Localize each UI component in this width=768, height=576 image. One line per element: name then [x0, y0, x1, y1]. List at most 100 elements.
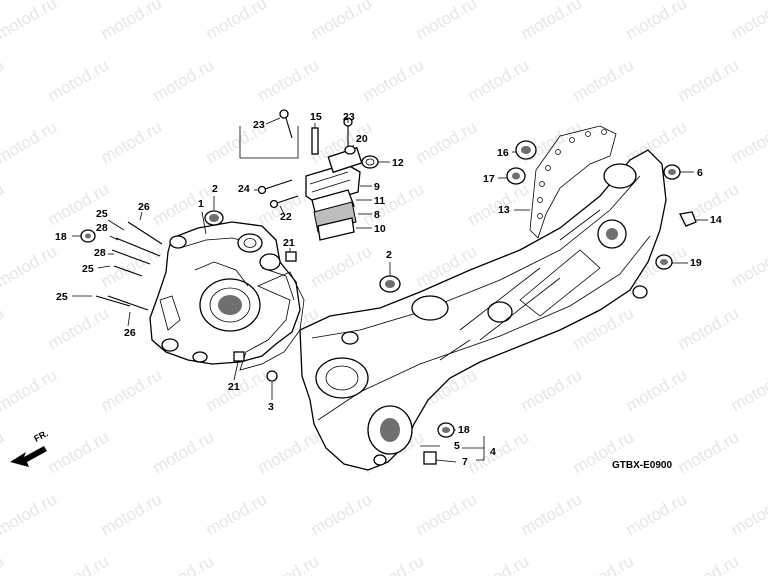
watermark-text: motod.ru [465, 427, 533, 477]
callout-label-c24: 24 [238, 183, 250, 195]
watermark-text: motod.ru [465, 551, 533, 576]
watermark-text: motod.ru [728, 489, 768, 539]
leader-line-c26a [139, 211, 143, 221]
watermark-text: motod.ru [98, 117, 166, 167]
callout-label-c21a: 21 [283, 237, 295, 249]
diagram-code: GTBX-E0900 [612, 460, 672, 471]
leader-line-c26b [127, 311, 131, 327]
callout-label-c22: 22 [280, 211, 292, 223]
watermark-text: motod.ru [675, 427, 743, 477]
callout-label-c28b: 28 [94, 247, 106, 259]
callout-label-c10: 10 [374, 223, 386, 235]
watermark-text: motod.ru [98, 489, 166, 539]
crankcase-cover-gasket [529, 125, 617, 239]
leader-line-c20 [351, 144, 355, 148]
callout-label-c25a: 25 [96, 208, 108, 220]
left-crankcase [149, 221, 301, 365]
watermark-text: motod.ru [728, 117, 768, 167]
front-label: FR. [32, 428, 49, 444]
callout-label-c19: 19 [690, 257, 702, 269]
leader-line-c28a [109, 235, 119, 241]
watermark-text: motod.ru [413, 117, 481, 167]
watermark-text: motod.ru [728, 365, 768, 415]
callout-label-c18b: 18 [458, 424, 470, 436]
watermark-text: motod.ru [308, 0, 376, 43]
callout-label-c1: 1 [198, 198, 204, 210]
callout-label-c18a: 18 [55, 231, 67, 243]
watermark-text: motod.ru [255, 551, 323, 576]
watermark-text: motod.ru [308, 241, 376, 291]
right-crankcase [299, 149, 667, 471]
crankcase-gasket [239, 271, 305, 371]
callout-label-c6: 6 [697, 167, 703, 179]
watermark-text: motod.ru [728, 241, 768, 291]
callout-label-c11: 11 [374, 195, 385, 207]
gasket-dowel-hole [266, 370, 278, 382]
watermark-text: motod.ru [518, 0, 586, 43]
watermark-text: motod.ru [308, 489, 376, 539]
callout-label-c7: 7 [462, 456, 468, 468]
leader-line-c22 [279, 205, 285, 215]
watermark-text: motod.ru [623, 0, 691, 43]
watermark-text: motod.ru [465, 55, 533, 105]
callout-label-c8: 8 [374, 209, 380, 221]
callout-label-c9: 9 [374, 181, 380, 193]
watermark-text: motod.ru [413, 0, 481, 43]
callout-label-c12: 12 [392, 157, 404, 169]
callout-label-c3: 3 [268, 401, 274, 413]
watermark-text: motod.ru [360, 179, 428, 229]
watermark-text: motod.ru [45, 303, 113, 353]
callout-label-c4: 4 [490, 446, 496, 458]
callout-label-c25b: 25 [82, 263, 94, 275]
bracket-line [239, 126, 299, 159]
watermark-text: motod.ru [45, 55, 113, 105]
watermark-text: motod.ru [413, 489, 481, 539]
leader-lines [72, 117, 708, 463]
callout-label-c25c: 25 [56, 291, 68, 303]
leader-line-c23a [265, 117, 281, 125]
watermark-text: motod.ru [0, 241, 60, 291]
leader-line-c7 [435, 459, 457, 463]
reed-valve-assembly [305, 146, 363, 241]
callout-label-c28a: 28 [96, 222, 108, 234]
callout-label-c2b: 2 [386, 249, 392, 261]
callout-labels: 1223456789101112131415161718181920212122… [55, 111, 722, 468]
watermark-text: motod.ru [0, 117, 60, 167]
watermark-text: motod.ru [203, 489, 271, 539]
callout-label-c16: 16 [497, 147, 509, 159]
watermark-text: motod.ru [98, 365, 166, 415]
watermark-text: motod.ru [255, 427, 323, 477]
callout-label-c15: 15 [310, 111, 322, 123]
watermark-text: motod.ru [0, 551, 7, 576]
gasket-holes [537, 129, 607, 219]
callout-label-c23a: 23 [253, 119, 265, 131]
callout-label-c14: 14 [710, 214, 722, 226]
callout-label-c17: 17 [483, 173, 495, 185]
watermark-text: motod.ru [518, 365, 586, 415]
watermark-text: motod.ru [623, 489, 691, 539]
callout-label-c13: 13 [498, 204, 510, 216]
watermark-text: motod.ru [0, 365, 60, 415]
leader-line-c1 [201, 211, 207, 235]
watermark-text: motod.ru [570, 551, 638, 576]
leader-line-c25a [107, 219, 125, 231]
callout-label-c20: 20 [356, 133, 368, 145]
callout-label-c21b: 21 [228, 381, 240, 393]
watermark-text: motod.ru [675, 55, 743, 105]
watermark-text: motod.ru [0, 55, 7, 105]
watermark-text: motod.ru [0, 427, 7, 477]
watermark-text: motod.ru [0, 489, 60, 539]
watermark-text: motod.ru [570, 55, 638, 105]
watermark-text: motod.ru [0, 0, 60, 43]
watermark-text: motod.ru [150, 55, 218, 105]
watermark-text: motod.ru [45, 551, 113, 576]
watermark-text: motod.ru [0, 303, 7, 353]
watermark-text: motod.ru [360, 551, 428, 576]
watermark-text: motod.ru [623, 365, 691, 415]
callout-label-c5: 5 [454, 440, 460, 452]
watermark-text: motod.ru [0, 179, 7, 229]
watermark-text: motod.ru [518, 489, 586, 539]
front-arrow-icon [10, 446, 47, 467]
